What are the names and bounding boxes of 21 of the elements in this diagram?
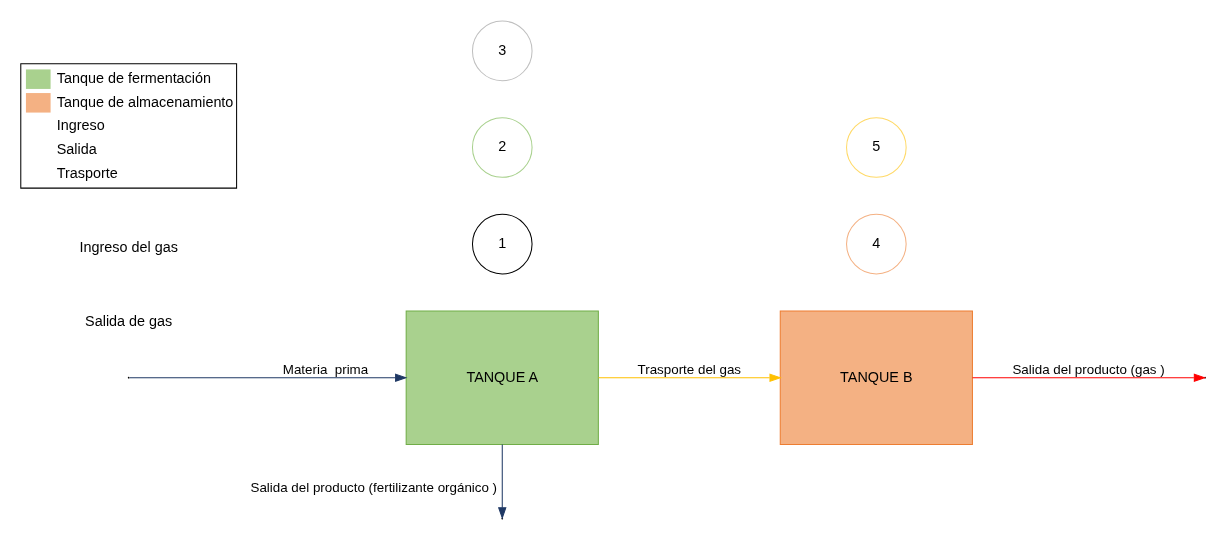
legend-label: Tanque de almacenamiento (56, 93, 234, 110)
legend-label: Trasporte (56, 164, 118, 181)
legend-label: Ingreso (56, 117, 105, 134)
arrow (971, 373, 1207, 383)
label: Ingreso del gas (79, 239, 178, 256)
label: Salida de gas (85, 313, 173, 330)
legend-label: Salida (56, 140, 97, 157)
node-box: TANQUE A (405, 310, 599, 446)
legend-label: Tanque de fermentación (56, 69, 211, 86)
edge-label: Materia prima (282, 362, 369, 378)
node-circle: 3 (471, 20, 533, 82)
edge-label: Salida del producto (gas ) (1012, 362, 1165, 378)
arrow (598, 373, 782, 383)
edge-label: Trasporte del gas (637, 362, 742, 378)
node-box: TANQUE B (779, 310, 973, 446)
node-circle: 5 (846, 117, 907, 178)
node-circle: 2 (471, 117, 533, 178)
arrow (129, 373, 408, 383)
node-circle: 4 (846, 213, 907, 275)
node-circle: 1 (471, 213, 533, 275)
edge-label: Salida del producto (fertilizante orgánico ) (250, 479, 498, 495)
